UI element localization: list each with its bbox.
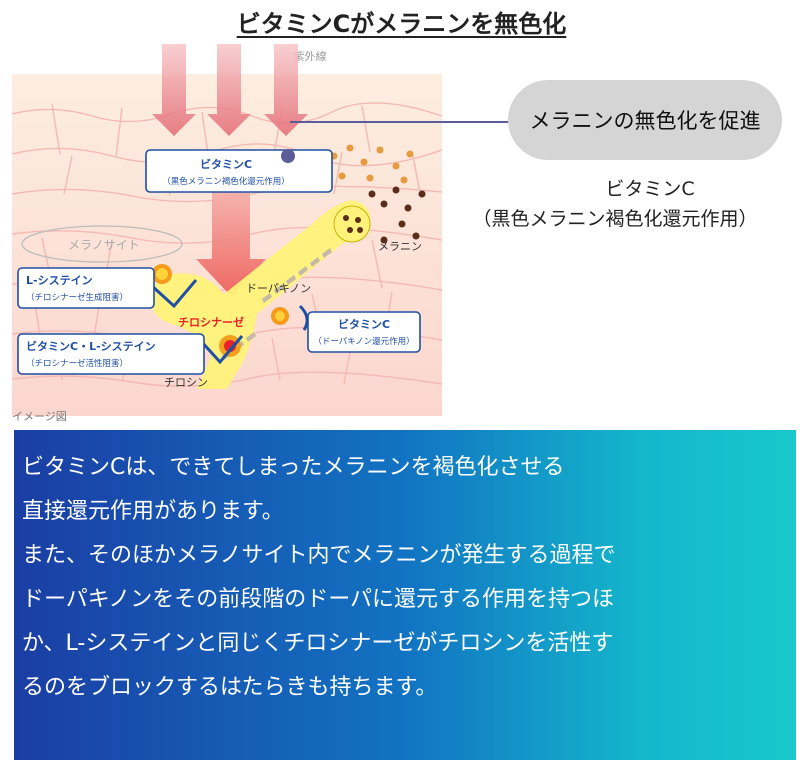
melanin-granule-cluster [333,205,371,243]
vitc-top-box: ビタミンC （黒色メラニン褐色化還元作用） [145,149,333,193]
svg-text:ビタミンC: ビタミンC [338,317,390,331]
callout-text: メラニンの無色化を促進 [529,109,761,133]
page-title: ビタミンCがメラニンを無色化 [236,10,567,38]
lcysteine-box: L-システイン （チロシナーゼ生成阻害） [17,267,155,309]
image-caption: イメージ図 [12,410,67,423]
description-text: ビタミンCは、できてしまったメラニンを褐色化させる 直接還元作用があります。 ま… [22,455,616,700]
svg-text:ビタミンC: ビタミンC [200,157,252,171]
uv-label: 紫外線 [294,49,327,63]
starburst-icon-dopaquinone [271,307,289,325]
callout-sub-desc: （黒色メラニン褐色化還元作用） [472,208,758,230]
melanin-label: メラニン [378,240,422,253]
callout-sub-title: ビタミンC [605,178,695,200]
callout-anchor-dot [281,149,295,163]
melanocyte-label: メラノサイト [68,238,140,252]
dopaquinone-label: ドーパキノン [246,282,311,295]
starburst-icon-lcysteine [152,264,172,284]
tyrosinase-label: チロシナーゼ [178,315,244,329]
skin-diagram: 紫外線 メラノサイト メラニン [12,44,442,416]
svg-text:（ドーパキノン還元作用）: （ドーパキノン還元作用） [313,336,414,347]
blocker-mark-vitc-lcysteine [198,335,244,365]
description-box: ビタミンCは、できてしまったメラニンを褐色化させる 直接還元作用があります。 ま… [14,430,796,760]
svg-text:（チロシナーゼ生成阻害）: （チロシナーゼ生成阻害） [26,292,128,303]
uv-arrows [152,44,308,296]
svg-text:ビタミンC・L-システイン: ビタミンC・L-システイン [26,339,156,353]
svg-text:（チロシナーゼ活性阻害）: （チロシナーゼ活性阻害） [26,358,128,369]
melanin-dots [343,186,426,244]
starburst-icon-tyrosinase [219,335,241,357]
blocker-mark-lcysteine [150,279,198,309]
svg-text:（黒色メラニン褐色化還元作用）: （黒色メラニン褐色化還元作用） [162,176,290,187]
svg-text:L-システイン: L-システイン [26,274,93,287]
tyrosine-label: チロシン [164,376,208,389]
melanocyte-outline [21,225,183,263]
melanocyte-cell [152,200,371,389]
callout-connector [290,121,510,123]
vitc-right-box: ビタミンC （ドーパキノン還元作用） [307,311,421,353]
reduction-arrow [298,304,309,331]
vitc-lcysteine-box: ビタミンC・L-システイン （チロシナーゼ活性阻害） [17,333,205,375]
callout-bubble: メラニンの無色化を促進 [508,80,782,160]
